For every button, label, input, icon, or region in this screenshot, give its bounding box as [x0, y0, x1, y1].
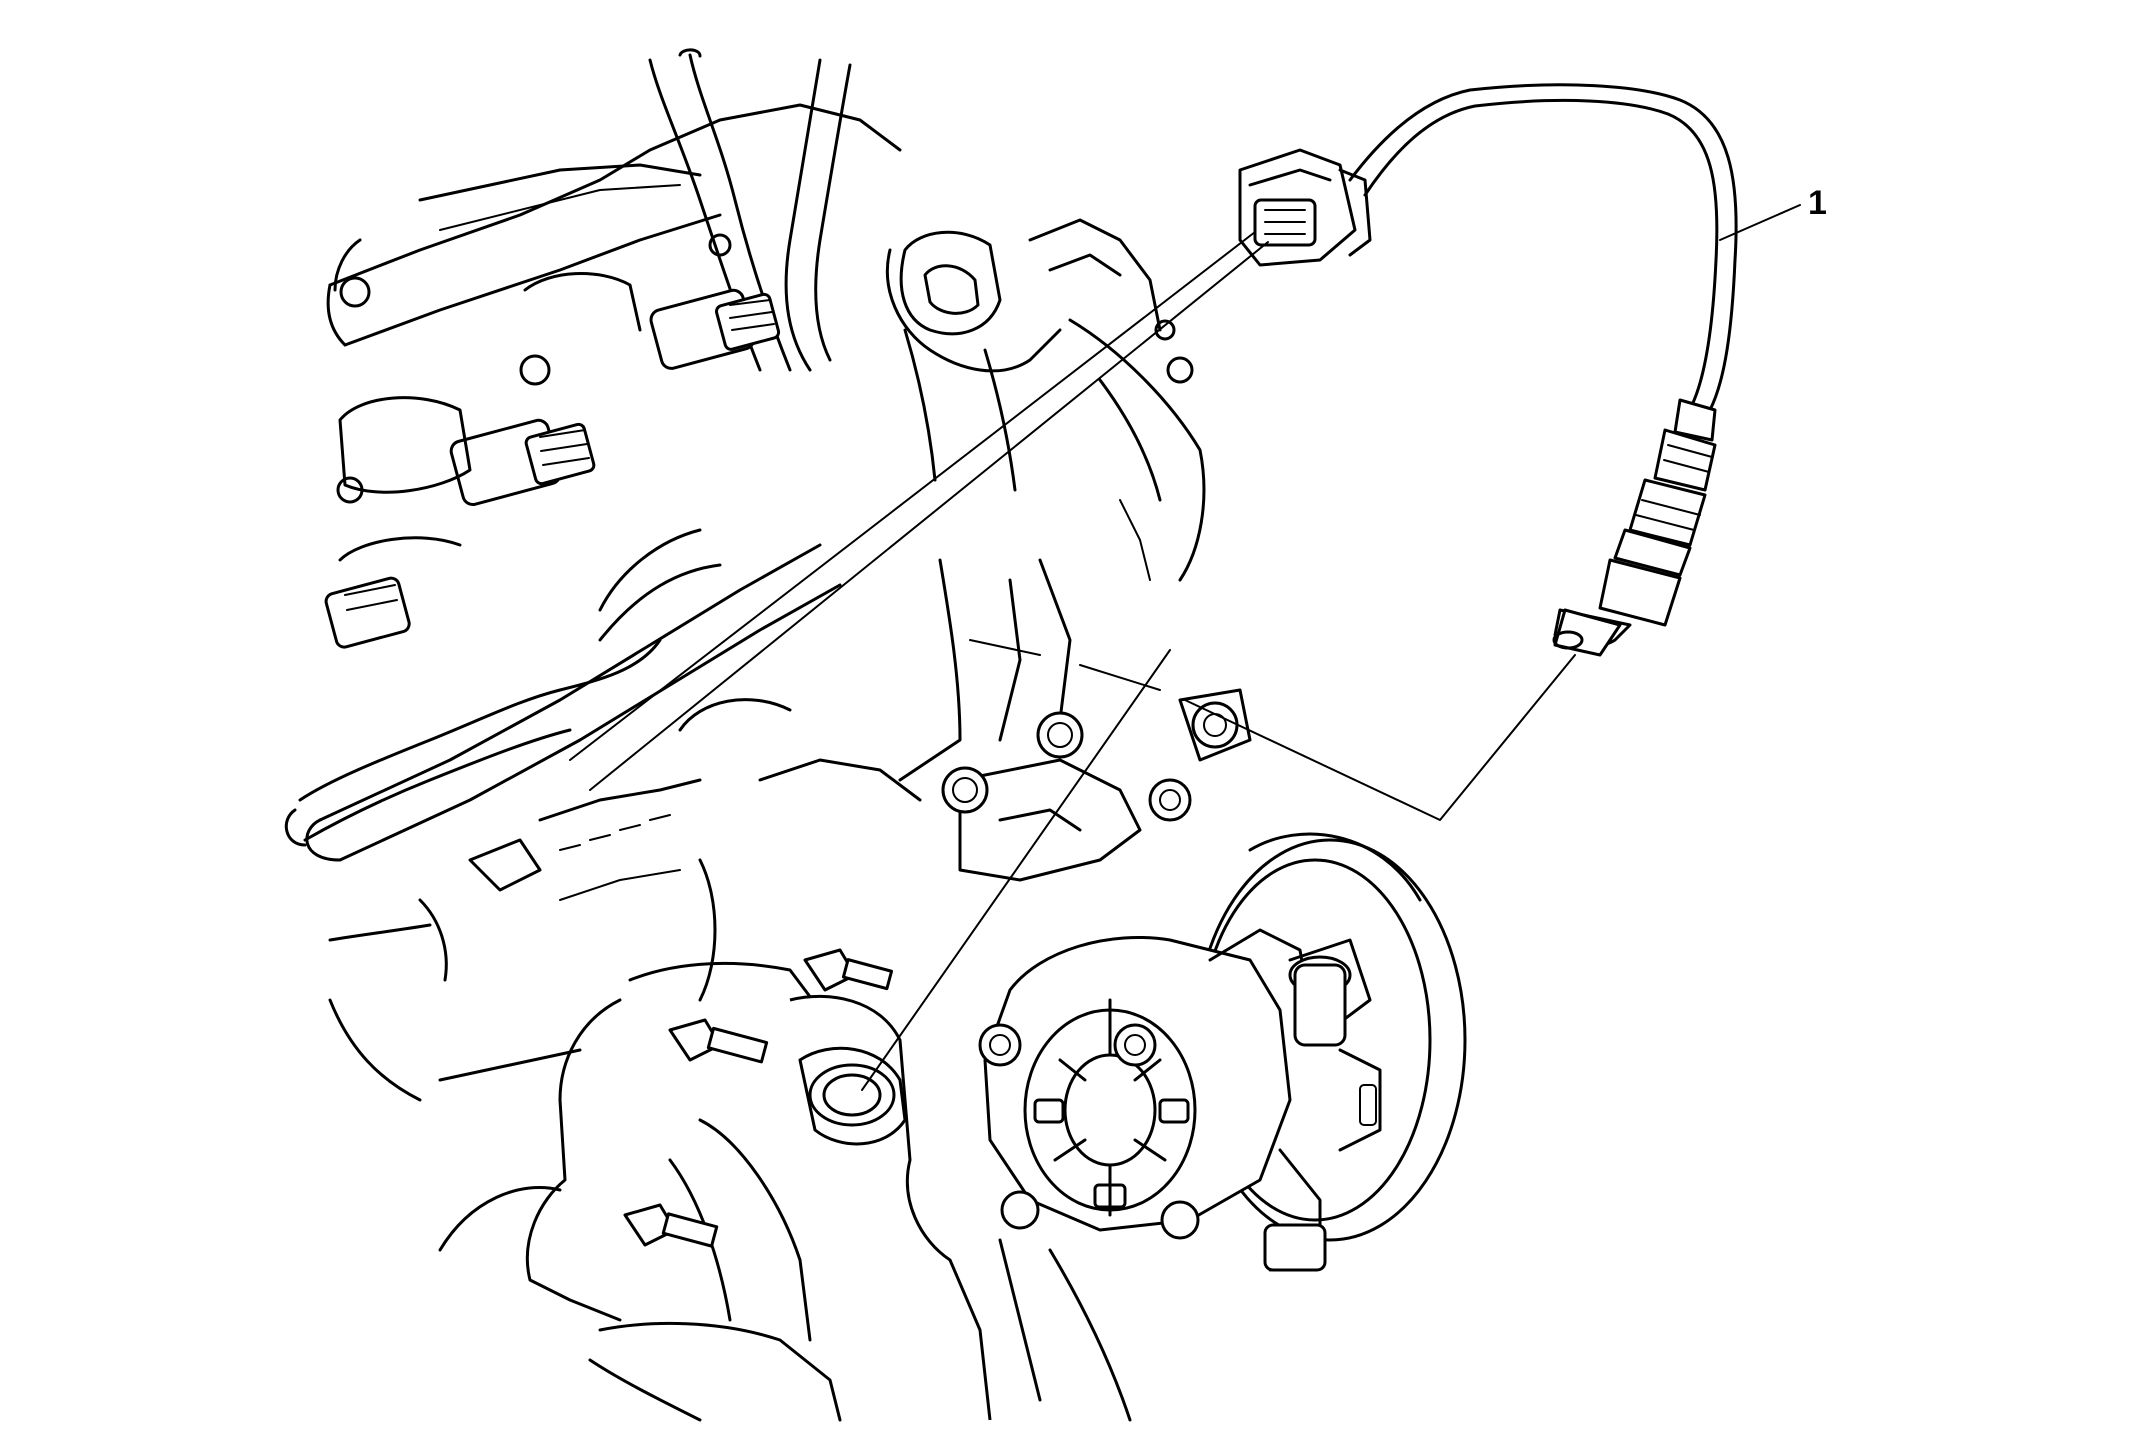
- ignition-coil-bodies: [336, 233, 732, 562]
- callout-leader-line: [1719, 204, 1801, 241]
- install-path-lines: [569, 231, 1576, 1091]
- vacuum-hose: [284, 58, 852, 847]
- fuel-rail: [305, 528, 842, 862]
- manifold-studs: [623, 948, 894, 1248]
- oxygen-sensor-cable: [1348, 83, 1738, 412]
- engine-lift-bracket: [885, 218, 1194, 492]
- oxygen-sensor-body: [1552, 398, 1717, 657]
- callout-number: 1: [1808, 184, 1827, 222]
- power-steering-pump: [978, 928, 1382, 1272]
- injector-harness: [328, 778, 702, 982]
- ignition-coil-connector-1: [649, 288, 781, 370]
- oxygen-sensor-connector: [1238, 148, 1372, 267]
- engine-block-lines: [328, 698, 922, 1102]
- ignition-coil-connector-2: [449, 418, 596, 507]
- oxygen-sensor: [1238, 83, 1738, 657]
- oxygen-sensor-port: [798, 1046, 907, 1146]
- ignition-coil-connector-3: [324, 576, 411, 649]
- timing-cover: [898, 318, 1206, 782]
- mounting-bracket: [941, 688, 1252, 882]
